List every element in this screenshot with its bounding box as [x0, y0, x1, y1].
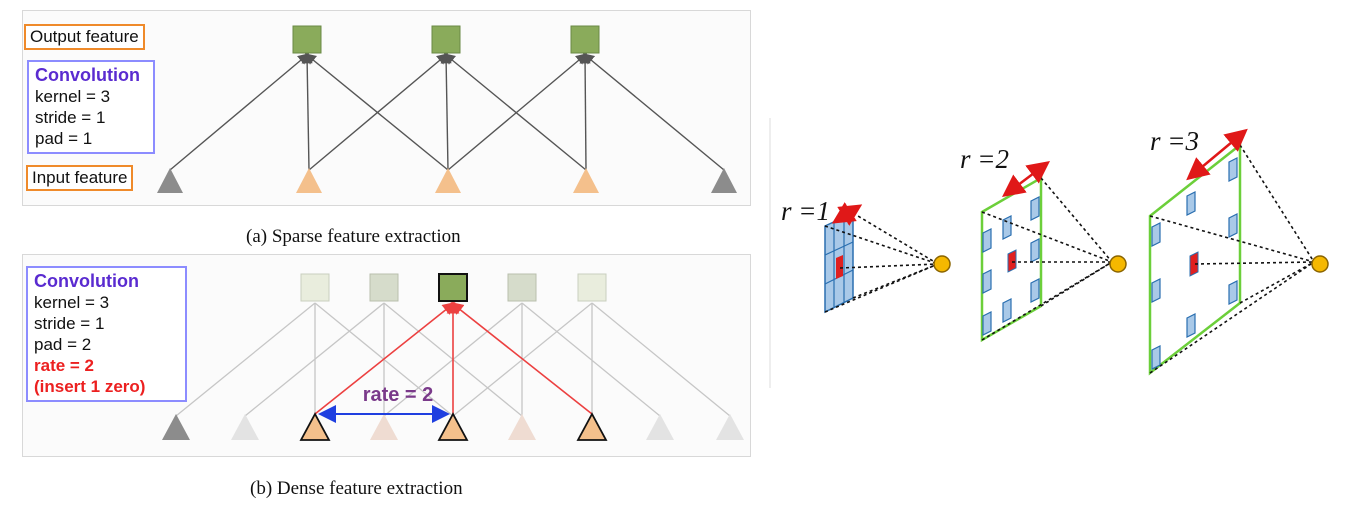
r3-label: r =3 [1150, 126, 1199, 156]
input-node [296, 168, 322, 193]
dense-red-connections [314, 300, 593, 415]
r1-output-node [933, 255, 951, 273]
output-node [292, 25, 322, 54]
dense-caption: (b) Dense feature extraction [250, 478, 463, 499]
sparse-conv-legend: Convolution kernel = 3 stride = 1 pad = … [27, 60, 155, 154]
dilation-r2 [980, 161, 1127, 343]
output-node [431, 25, 461, 54]
dense-input-nodes [162, 412, 744, 441]
output-node [300, 273, 330, 302]
pad-node [231, 414, 259, 440]
insert-zero-text: (insert 1 zero) [34, 377, 146, 396]
r2-label: r =2 [960, 144, 1009, 174]
conv-title: Convolution [35, 65, 140, 85]
input-node [573, 168, 599, 193]
r3-dashed-rays [1149, 144, 1315, 374]
zero-node [370, 414, 398, 440]
input-node-active [299, 412, 331, 441]
pad-node [157, 168, 183, 193]
sparse-caption: (a) Sparse feature extraction [246, 226, 461, 247]
output-feature-label: Output feature [24, 24, 145, 50]
conv-title: Convolution [34, 271, 139, 291]
r3-output-node [1311, 255, 1329, 273]
pad-node [716, 414, 744, 440]
input-node-active [437, 412, 469, 441]
kernel-text: kernel = 3 [35, 87, 111, 106]
rate-text: rate = 2 [34, 356, 95, 375]
sparse-input-nodes [157, 168, 737, 193]
r2-span-arrow [1002, 161, 1050, 197]
stride-text: stride = 1 [34, 314, 105, 333]
r2-output-node [1109, 255, 1127, 273]
sparse-connections [169, 52, 725, 171]
input-node-active [576, 412, 608, 441]
r1-center-cell [836, 255, 843, 279]
output-node [369, 273, 399, 302]
pad-node [162, 414, 190, 440]
r3-span-arrow [1186, 128, 1248, 181]
input-feature-label: Input feature [26, 165, 134, 191]
dilation-r1 [824, 202, 951, 314]
r1-dashed-rays [824, 212, 939, 313]
r3-center-cell [1189, 251, 1199, 277]
output-node [570, 25, 600, 54]
output-node-active [438, 273, 468, 302]
zero-node [508, 414, 536, 440]
pad-node [711, 168, 737, 193]
output-node [507, 273, 537, 302]
input-node [435, 168, 461, 193]
r2-center-cell [1007, 249, 1017, 273]
r2-dilated-cells [982, 196, 1040, 336]
output-node [577, 273, 607, 302]
dense-output-nodes [300, 273, 607, 302]
sparse-output-nodes [292, 25, 600, 54]
kernel-text: kernel = 3 [34, 293, 110, 312]
dilation-r3 [1148, 128, 1329, 376]
pad-text: pad = 2 [34, 335, 92, 354]
pad-text: pad = 1 [35, 129, 93, 148]
dense-conv-legend: Convolution kernel = 3 stride = 1 pad = … [26, 266, 187, 402]
stride-text: stride = 1 [35, 108, 106, 127]
rate-arrow-label: rate = 2 [363, 384, 434, 406]
r1-span-arrow [831, 202, 863, 226]
r2-dashed-rays [981, 177, 1113, 341]
pad-node [646, 414, 674, 440]
r1-label: r =1 [781, 196, 830, 226]
